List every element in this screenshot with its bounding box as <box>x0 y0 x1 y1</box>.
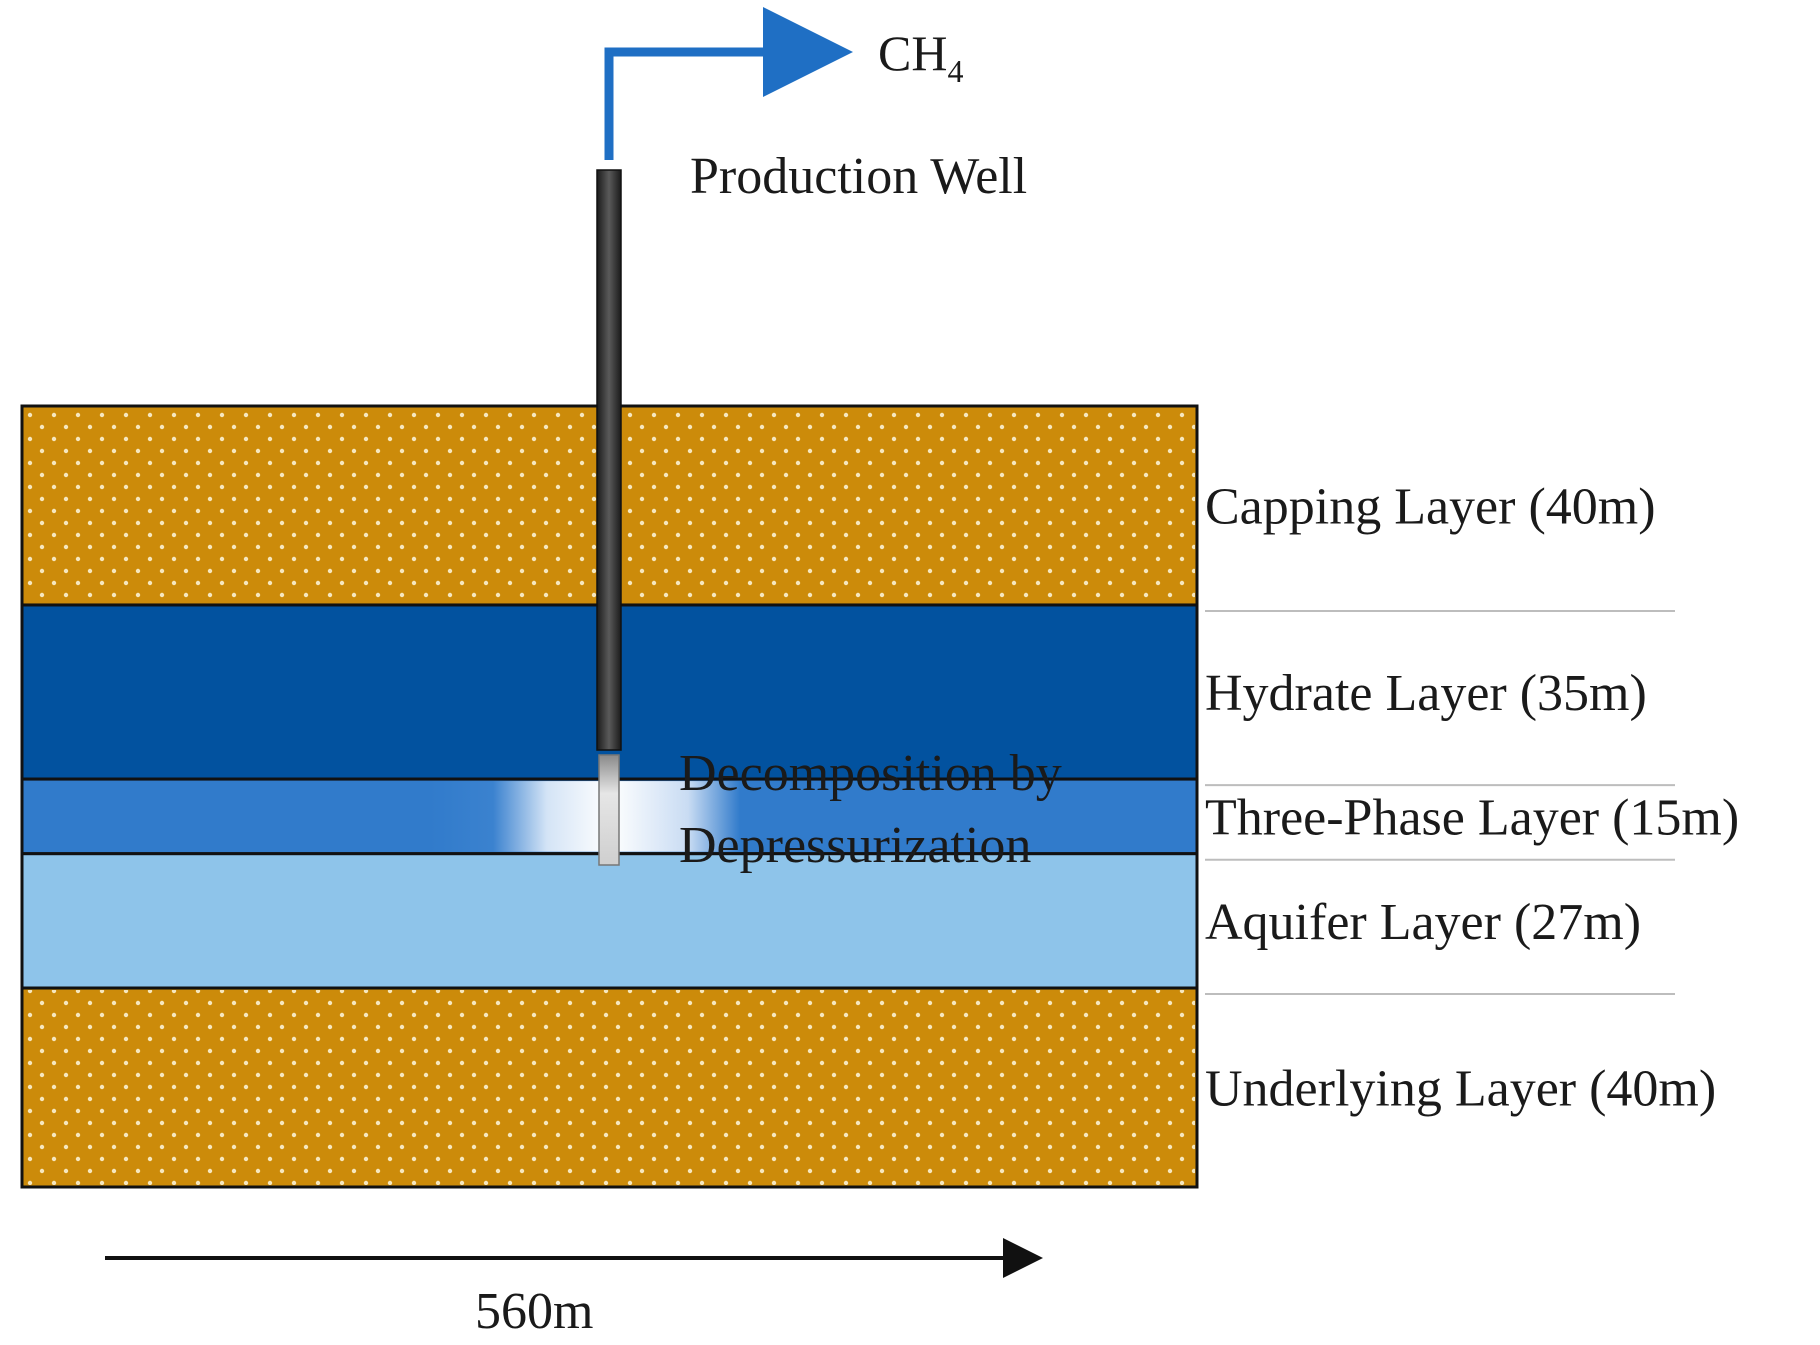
production-well-label: Production Well <box>690 148 1027 205</box>
production-well-casing <box>596 169 622 751</box>
decomposition-label-line2: Depressurization <box>679 817 1031 874</box>
decomposition-label-line1: Decomposition by <box>679 745 1062 802</box>
decomposition-zone <box>430 781 610 852</box>
decomposition-zone-right <box>610 781 740 852</box>
layer-labels: Capping Layer (40m) Hydrate Layer (35m) Th… <box>1205 478 1739 1117</box>
layer-label-hydrate: Hydrate Layer (35m) <box>1205 665 1647 722</box>
layer-label-aquifer: Aquifer Layer (27m) <box>1205 894 1641 951</box>
ch4-label: CH4 <box>878 25 963 89</box>
layer-label-underlying: Underlying Layer (40m) <box>1205 1061 1716 1118</box>
layer-label-capping: Capping Layer (40m) <box>1205 478 1656 535</box>
width-axis-label: 560m <box>475 1283 593 1340</box>
layer-underlying-texture <box>24 990 1195 1185</box>
ch4-flow-arrow <box>604 7 853 160</box>
label-separators <box>1205 609 1675 996</box>
well-screen <box>598 754 620 866</box>
layer-label-three: Three-Phase Layer (15m) <box>1205 789 1739 846</box>
